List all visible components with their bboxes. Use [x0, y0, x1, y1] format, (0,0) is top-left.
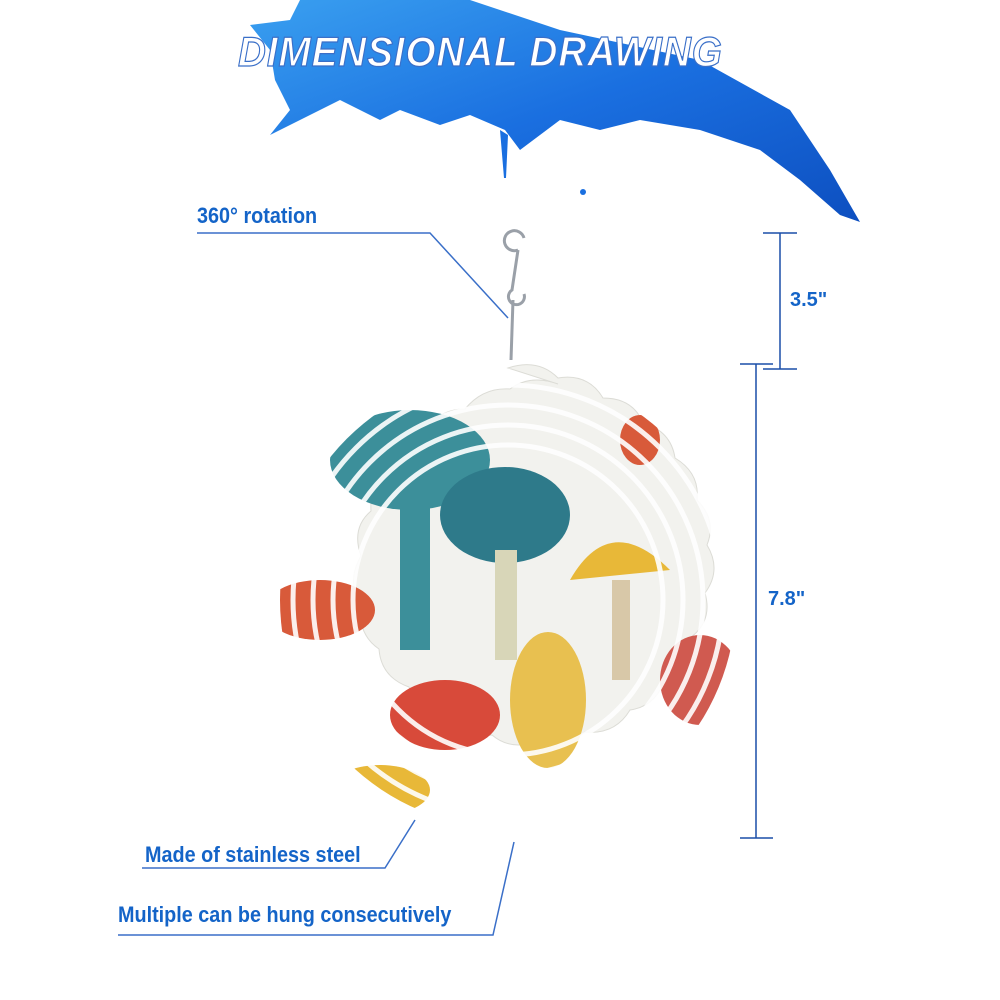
spinner-height-label: 7.8" — [768, 588, 806, 610]
leader-line-hanging — [118, 841, 515, 936]
leader-line-rotation — [197, 232, 509, 319]
callout-rotation: 360° rotation — [197, 203, 318, 228]
callout-hanging: Multiple can be hung consecutively — [118, 902, 452, 927]
wind-spinner — [280, 364, 736, 818]
leader-line-material — [142, 819, 416, 869]
hook-height-label: 3.5" — [790, 289, 828, 311]
paint-splash — [250, 0, 860, 222]
dimension-line-hook — [763, 232, 797, 370]
s-hook — [502, 229, 526, 361]
dimension-line-spinner — [740, 363, 773, 839]
page-title: DIMENSIONAL DRAWING — [237, 27, 723, 75]
callout-material: Made of stainless steel — [145, 842, 361, 867]
